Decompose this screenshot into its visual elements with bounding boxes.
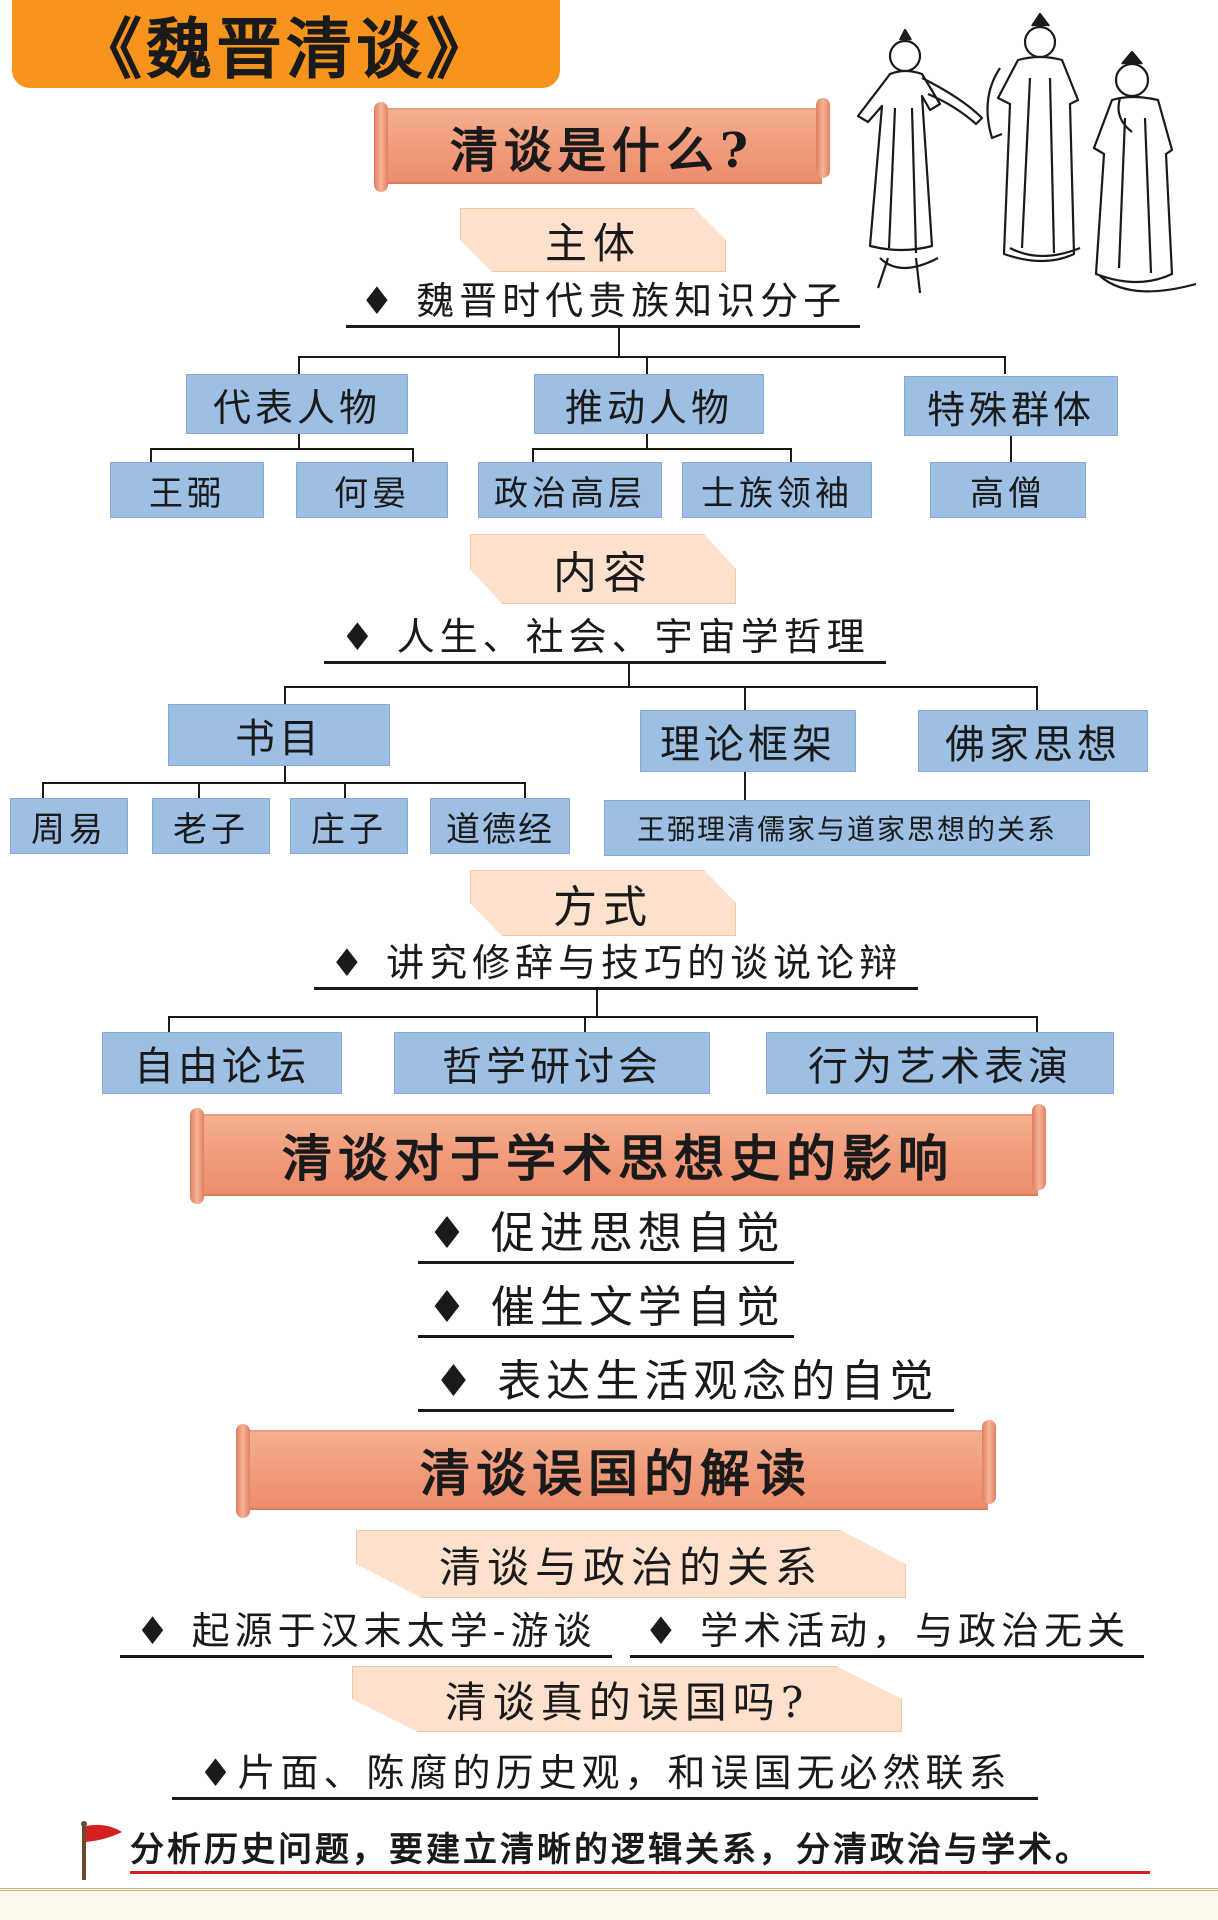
page-title: 《魏晋清谈》 <box>12 0 560 88</box>
book-zhouyi: 周易 <box>10 798 128 854</box>
connector <box>744 686 746 710</box>
connector <box>628 664 630 686</box>
connector <box>744 772 746 800</box>
connector <box>1004 356 1006 374</box>
connector <box>150 448 152 462</box>
connector <box>150 448 414 450</box>
person-he-yan: 何晏 <box>296 462 448 518</box>
connector <box>42 782 526 784</box>
connector <box>298 434 300 448</box>
connector <box>646 356 648 374</box>
connector <box>790 448 792 462</box>
connector <box>524 782 526 798</box>
book-laozi: 老子 <box>152 798 270 854</box>
section-banner-what-is: 清谈是什么? <box>374 98 830 192</box>
connector <box>168 1016 170 1032</box>
scholars-illustration <box>856 12 1197 294</box>
scholar-figure-left <box>856 28 984 294</box>
book-zhuangzi: 庄子 <box>290 798 408 854</box>
group-promoters: 推动人物 <box>534 374 764 434</box>
tag-method: 方式 <box>470 870 736 936</box>
group-buddhism: 佛家思想 <box>918 710 1148 772</box>
group-special: 特殊群体 <box>904 376 1118 436</box>
connector <box>412 448 414 462</box>
group-books: 书目 <box>168 704 390 766</box>
connector <box>298 356 1004 358</box>
framework-detail: 王弼理清儒家与道家思想的关系 <box>604 800 1090 856</box>
influence-item-thought: ♦ 促进思想自觉 <box>418 1204 794 1264</box>
group-representatives: 代表人物 <box>186 374 408 434</box>
method-forum: 自由论坛 <box>102 1032 342 1094</box>
promoter-political: 政治高层 <box>478 462 662 518</box>
red-flag-icon <box>81 1821 122 1880</box>
connector <box>584 1016 586 1032</box>
tag-politics-relation: 清谈与政治的关系 <box>356 1530 906 1598</box>
method-performance: 行为艺术表演 <box>766 1032 1114 1094</box>
connector <box>618 328 620 356</box>
connector <box>532 448 534 462</box>
connector <box>284 686 286 704</box>
person-wang-bi: 王弼 <box>110 462 264 518</box>
connector <box>168 1016 1036 1018</box>
connector <box>298 356 300 374</box>
influence-item-literature: ♦ 催生文学自觉 <box>418 1278 794 1338</box>
section-banner-misrule: 清谈误国的解读 <box>236 1420 996 1518</box>
connector <box>532 448 792 450</box>
scholar-figure-middle <box>986 12 1081 263</box>
connector <box>344 782 346 798</box>
section-banner-influence: 清谈对于学术思想史的影响 <box>190 1104 1046 1204</box>
connector <box>1010 436 1012 462</box>
method-seminar: 哲学研讨会 <box>394 1032 710 1094</box>
tag-question: 清谈真的误国吗? <box>352 1666 902 1732</box>
content-line: ♦ 人生、社会、宇宙学哲理 <box>324 612 886 664</box>
footer-frame <box>0 1888 1218 1920</box>
method-line: ♦ 讲究修辞与技巧的谈说论辩 <box>314 936 918 990</box>
scholar-figure-right <box>1092 50 1197 293</box>
influence-item-life: ♦ 表达生活观念的自觉 <box>418 1352 954 1412</box>
connector <box>596 990 598 1016</box>
connector <box>1036 686 1038 710</box>
question-answer: ♦片面、陈腐的历史观，和误国无必然联系 <box>172 1744 1038 1800</box>
tag-content: 内容 <box>470 534 736 604</box>
conclusion-text: 分析历史问题，要建立清晰的逻辑关系，分清政治与学术。 <box>130 1824 1150 1874</box>
promoter-gentry: 士族领袖 <box>682 462 872 518</box>
group-framework: 理论框架 <box>640 710 856 772</box>
tag-subject: 主体 <box>460 208 726 272</box>
relation-origin: ♦ 起源于汉末太学-游谈 <box>120 1604 612 1658</box>
connector <box>42 782 44 798</box>
connector <box>284 766 286 782</box>
connector <box>646 434 648 448</box>
special-monk: 高僧 <box>930 462 1086 518</box>
subject-line: ♦ 魏晋时代贵族知识分子 <box>346 278 860 328</box>
connector <box>198 782 200 798</box>
book-daodejing: 道德经 <box>430 798 570 854</box>
connector <box>284 686 1036 688</box>
relation-academic: ♦ 学术活动，与政治无关 <box>630 1604 1144 1658</box>
connector <box>1036 1016 1038 1032</box>
